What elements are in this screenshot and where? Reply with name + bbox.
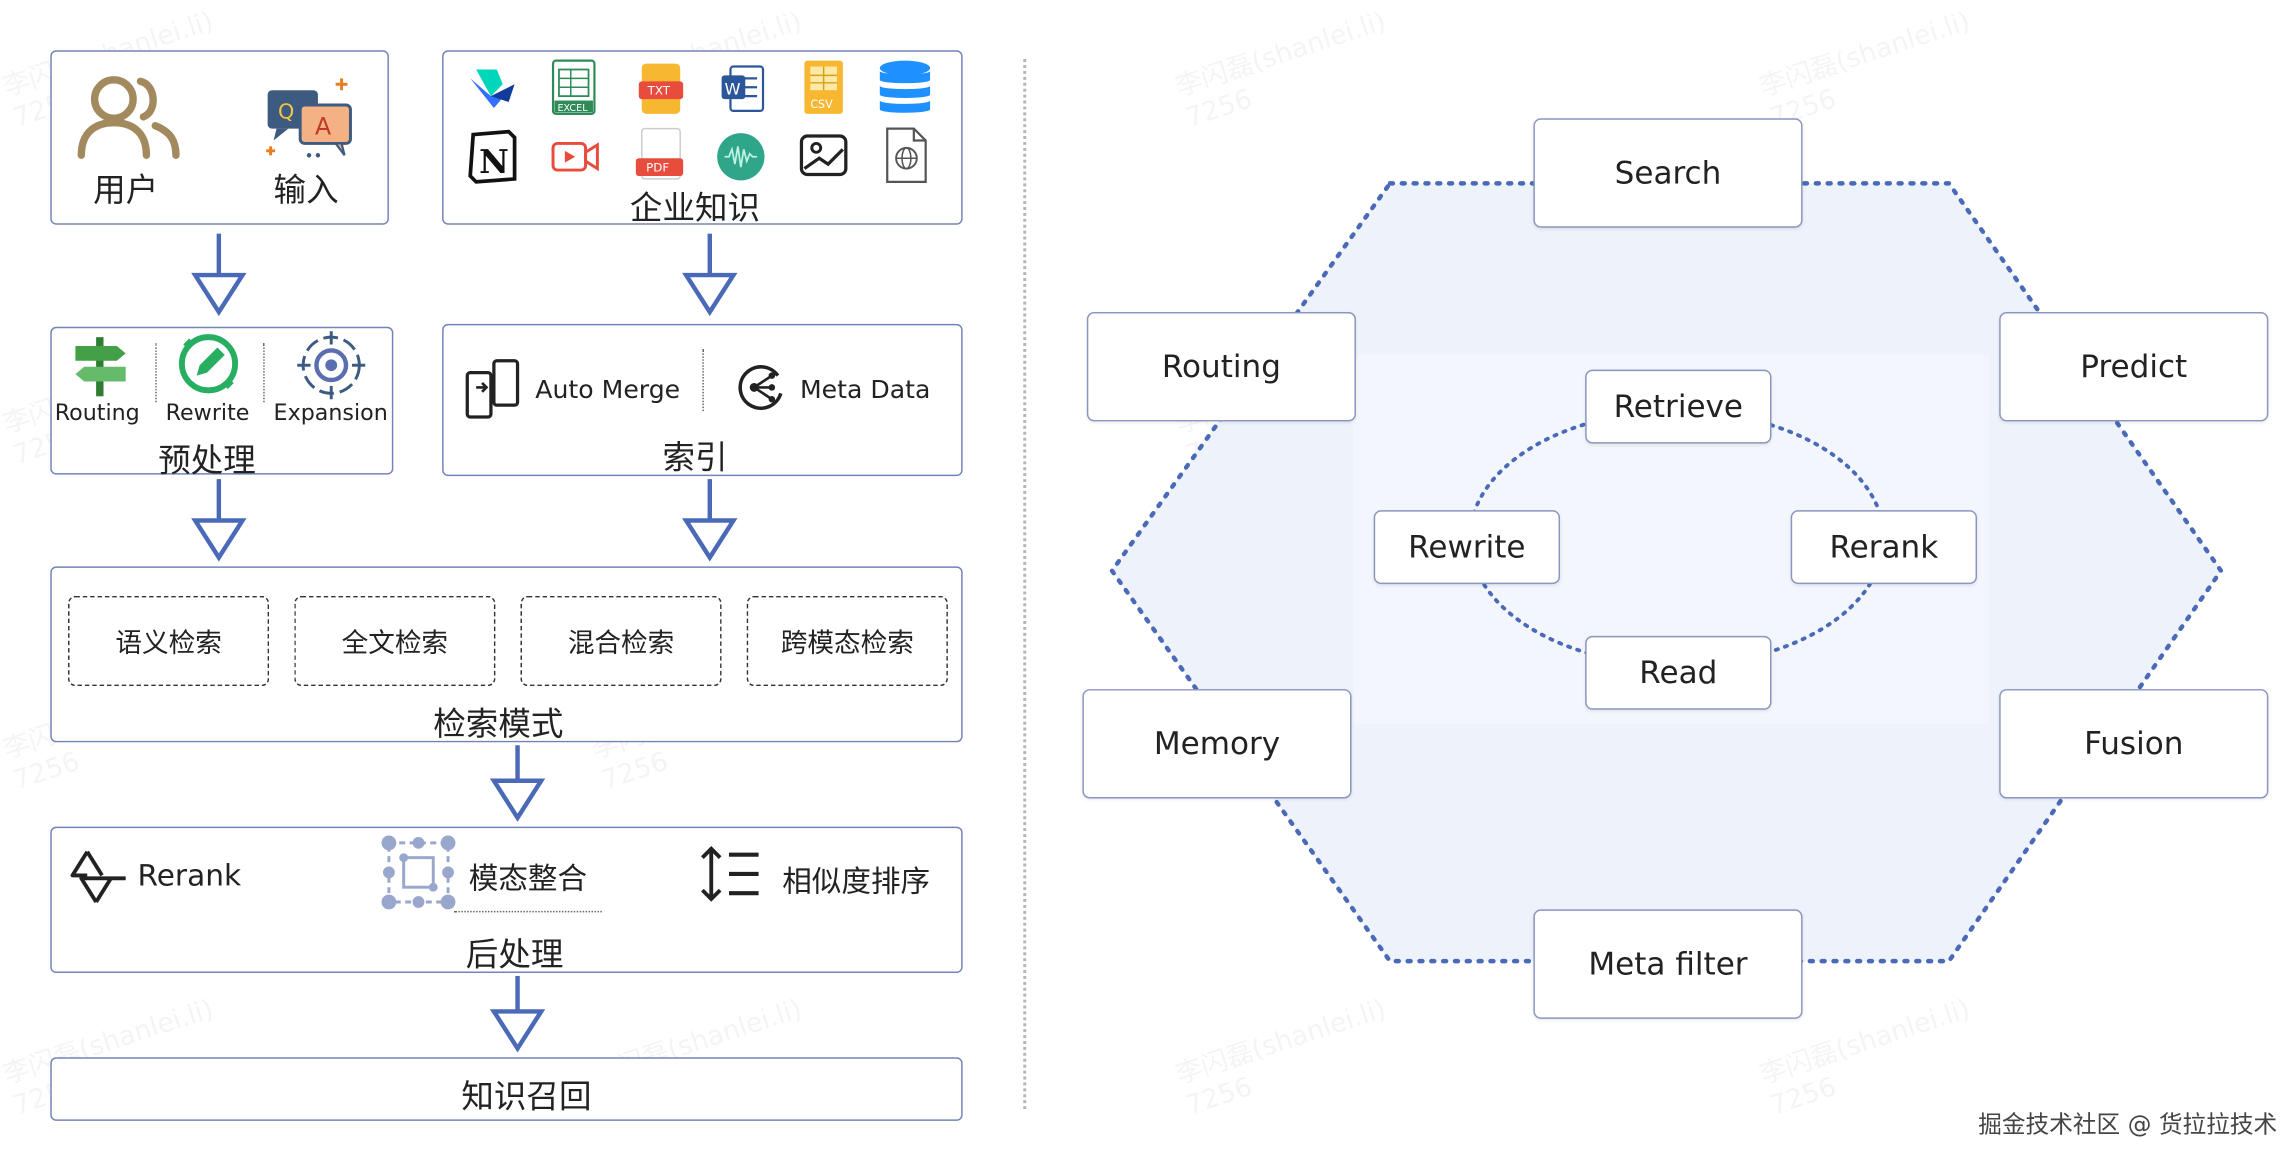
svg-text:W: W: [725, 80, 741, 99]
svg-text:Q: Q: [278, 99, 294, 123]
read-node: Read: [1585, 635, 1772, 710]
footer-credit: 掘金技术社区 @ 货拉拉技术: [1978, 1110, 2278, 1139]
retrieval-mode-title: 检索模式: [433, 706, 564, 744]
csv-icon: CSV: [804, 60, 843, 114]
retrieval-mode-semantic: 语义检索: [68, 595, 270, 687]
auto-merge-icon: [465, 359, 520, 419]
svg-text:EXCEL: EXCEL: [557, 103, 588, 114]
feishu-icon: [470, 69, 515, 108]
signpost-icon: [75, 337, 126, 397]
preprocess-title: 预处理: [158, 443, 256, 481]
user-label: 用户: [93, 173, 159, 210]
rewrite-label: Rewrite: [165, 399, 250, 426]
expansion-label: Expansion: [273, 399, 388, 426]
separator: [263, 343, 265, 403]
routing-label: Routing: [54, 399, 140, 426]
retrieval-mode-fulltext: 全文检索: [294, 595, 496, 687]
rewrite-node: Rewrite: [1373, 510, 1561, 585]
separator: [453, 910, 602, 913]
video-icon: [551, 141, 599, 172]
audio-icon: [717, 133, 765, 181]
index-box: Auto Merge Meta Data 索引: [442, 323, 963, 478]
knowledge-recall-title: 知识召回: [461, 1079, 592, 1117]
qa-chat-icon: Q A: [266, 78, 352, 158]
modal-merge-label: 模态整合: [468, 860, 588, 897]
memory-node: Memory: [1082, 689, 1352, 799]
panel-divider: [1023, 59, 1027, 1110]
postprocess-title: 后处理: [465, 937, 564, 975]
enterprise-knowledge-label: 企业知识: [629, 190, 761, 228]
sort-icon: [701, 846, 759, 902]
database-icon: [879, 60, 931, 113]
sort-label: 相似度排序: [782, 863, 931, 900]
index-title: 索引: [662, 440, 728, 478]
preprocess-box: Routing Rewrite Expansion 预处理: [50, 326, 394, 481]
meta-data-icon: [738, 365, 783, 410]
arrow-down-icon: [682, 233, 738, 317]
retrieval-mode-hybrid: 混合检索: [520, 595, 722, 687]
rerank-node: Rerank: [1790, 510, 1978, 585]
enterprise-knowledge-box: EXCEL TXT W CSV: [442, 50, 963, 228]
meta-filter-node: Meta filter: [1533, 909, 1803, 1019]
svg-text:N: N: [479, 142, 509, 181]
search-node: Search: [1533, 118, 1803, 228]
svg-text:PDF: PDF: [646, 161, 669, 175]
retrieve-node: Retrieve: [1585, 369, 1772, 444]
expansion-target-icon: [297, 331, 366, 400]
arrow-down-icon: [191, 233, 247, 317]
rewrite-edit-icon: [178, 334, 239, 394]
separator: [702, 348, 704, 412]
svg-text:CSV: CSV: [810, 98, 833, 111]
knowledge-recall-box: 知识召回: [50, 1057, 963, 1121]
meta-data-label: Meta Data: [799, 375, 931, 406]
user-icon: [77, 76, 180, 159]
separator: [155, 343, 157, 403]
postprocess-box: Rerank 模态整合 相似度排序 后处理: [50, 826, 963, 975]
fusion-node: Fusion: [1999, 689, 2269, 799]
arrow-down-icon: [489, 745, 546, 822]
input-label: 输入: [273, 173, 339, 210]
pdf-icon: PDF: [635, 127, 684, 180]
predict-node: Predict: [1999, 312, 2269, 422]
image-icon: [799, 134, 848, 177]
svg-text:TXT: TXT: [647, 84, 671, 98]
txt-icon: TXT: [638, 63, 684, 114]
word-icon: W: [721, 65, 765, 113]
arrow-down-icon: [191, 479, 247, 562]
routing-node: Routing: [1086, 312, 1356, 422]
retrieval-mode-crossmodal: 跨模态检索: [746, 595, 948, 687]
notion-icon: N: [468, 129, 517, 184]
svg-text:A: A: [315, 113, 331, 141]
modal-merge-icon: [381, 835, 456, 910]
auto-merge-label: Auto Merge: [535, 375, 681, 406]
rerank-icon: [70, 850, 126, 904]
retrieval-mode-box: 语义检索 全文检索 混合检索 跨模态检索 检索模式: [50, 566, 963, 744]
flow-arrows: [191, 233, 738, 1053]
arrow-down-icon: [489, 975, 546, 1053]
user-input-box: 用户 Q A 输入: [50, 50, 389, 225]
web-page-icon: [886, 127, 927, 183]
excel-icon: EXCEL: [551, 59, 596, 115]
rerank-label: Rerank: [137, 857, 242, 894]
arrow-down-icon: [682, 479, 738, 562]
